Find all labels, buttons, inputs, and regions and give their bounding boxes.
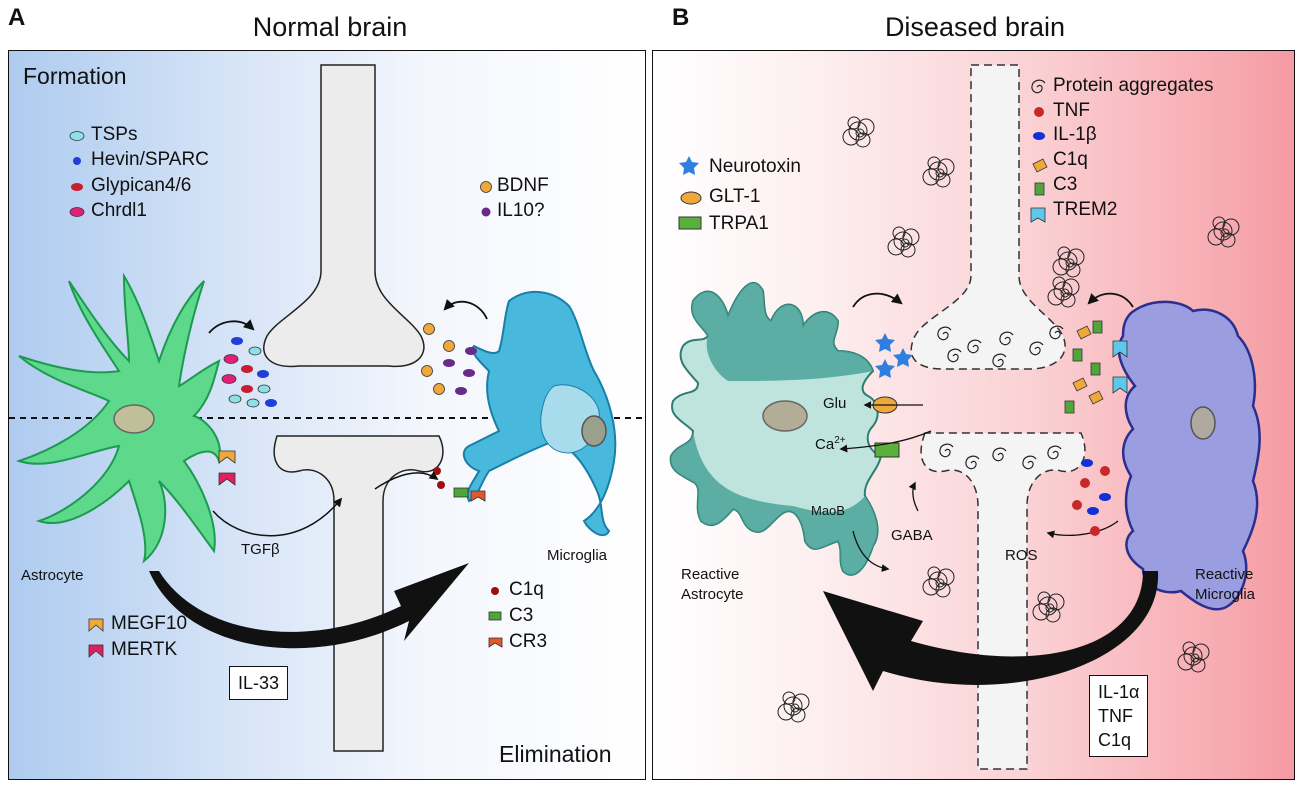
legend-glt1: GLT-1 (709, 186, 761, 207)
legend-protein-aggregates: Protein aggregates (1053, 75, 1214, 96)
legend-mertk: MERTK (111, 639, 178, 660)
tgfb-label: TGFβ (241, 541, 280, 558)
reactive-microglia-cell (1117, 300, 1261, 611)
legend-chrdl1: Chrdl1 (91, 200, 147, 221)
legend-neurotoxin: Neurotoxin (709, 156, 801, 177)
legend-c3: C3 (1053, 174, 1078, 195)
formation-legend-icons (69, 131, 503, 658)
megf10-receptor (218, 450, 236, 464)
cytokine-molecules (1072, 459, 1111, 536)
legend-trem2: TREM2 (1053, 199, 1118, 220)
ros-label: ROS (1005, 547, 1038, 564)
legend-il10: IL10? (497, 200, 545, 221)
panel-normal-brain: Formation Elimination TSPs Hevin/SPARC G… (8, 50, 646, 780)
complement-molecules (1064, 320, 1128, 414)
il33-box: IL-33 (229, 666, 289, 700)
legend-c1q: C1q (509, 579, 544, 600)
panel-a-title: Normal brain (252, 12, 408, 42)
legend-c3: C3 (509, 605, 534, 626)
panel-b-letter: B (672, 4, 690, 31)
microglia-molecules (421, 323, 477, 395)
presynaptic-terminal (263, 64, 425, 368)
legend-hevin-sparc: Hevin/SPARC (91, 149, 209, 170)
astrocyte-cell (15, 272, 221, 564)
legend-trpa1: TRPA1 (709, 213, 769, 234)
legend-tnf: TNF (1053, 100, 1090, 121)
gaba-label: GABA (891, 527, 933, 544)
microglia-cell (462, 290, 617, 537)
formation-molecules (221, 337, 277, 408)
diseased-presynaptic-terminal (910, 64, 1066, 370)
panel-diseased-brain: Neurotoxin GLT-1 TRPA1 Protein aggregate… (652, 50, 1295, 780)
glu-label: Glu (823, 395, 847, 412)
formation-label: Formation (23, 63, 127, 89)
ca-label: Ca2+ (815, 435, 846, 453)
panel-a-drawing (9, 64, 645, 752)
legend-tsps: TSPs (91, 124, 138, 145)
diseased-postsynaptic-dendrite (920, 432, 1086, 770)
mertk-receptor (218, 472, 236, 486)
elimination-label: Elimination (499, 741, 612, 767)
panel-b-title: Diseased brain (884, 12, 1066, 42)
legend-megf10: MEGF10 (111, 613, 188, 634)
panel-a-letter: A (8, 4, 26, 31)
panel-b-drawing (669, 64, 1261, 770)
panel-b-legend-icons (678, 79, 1048, 230)
legend-glypican: Glypican4/6 (91, 175, 192, 196)
legend-bdnf: BDNF (497, 175, 549, 196)
legend-cr3: CR3 (509, 631, 548, 652)
microglia-label: Microglia (547, 547, 608, 564)
astrocyte-label: Astrocyte (21, 567, 84, 584)
cytokine-box: IL-1α TNF C1q (1089, 675, 1149, 757)
legend-c1q: C1q (1053, 149, 1088, 170)
neurotoxin-stars (875, 333, 913, 378)
legend-il1b: IL-1β (1053, 124, 1097, 145)
maob-label: MaoB (811, 503, 845, 518)
